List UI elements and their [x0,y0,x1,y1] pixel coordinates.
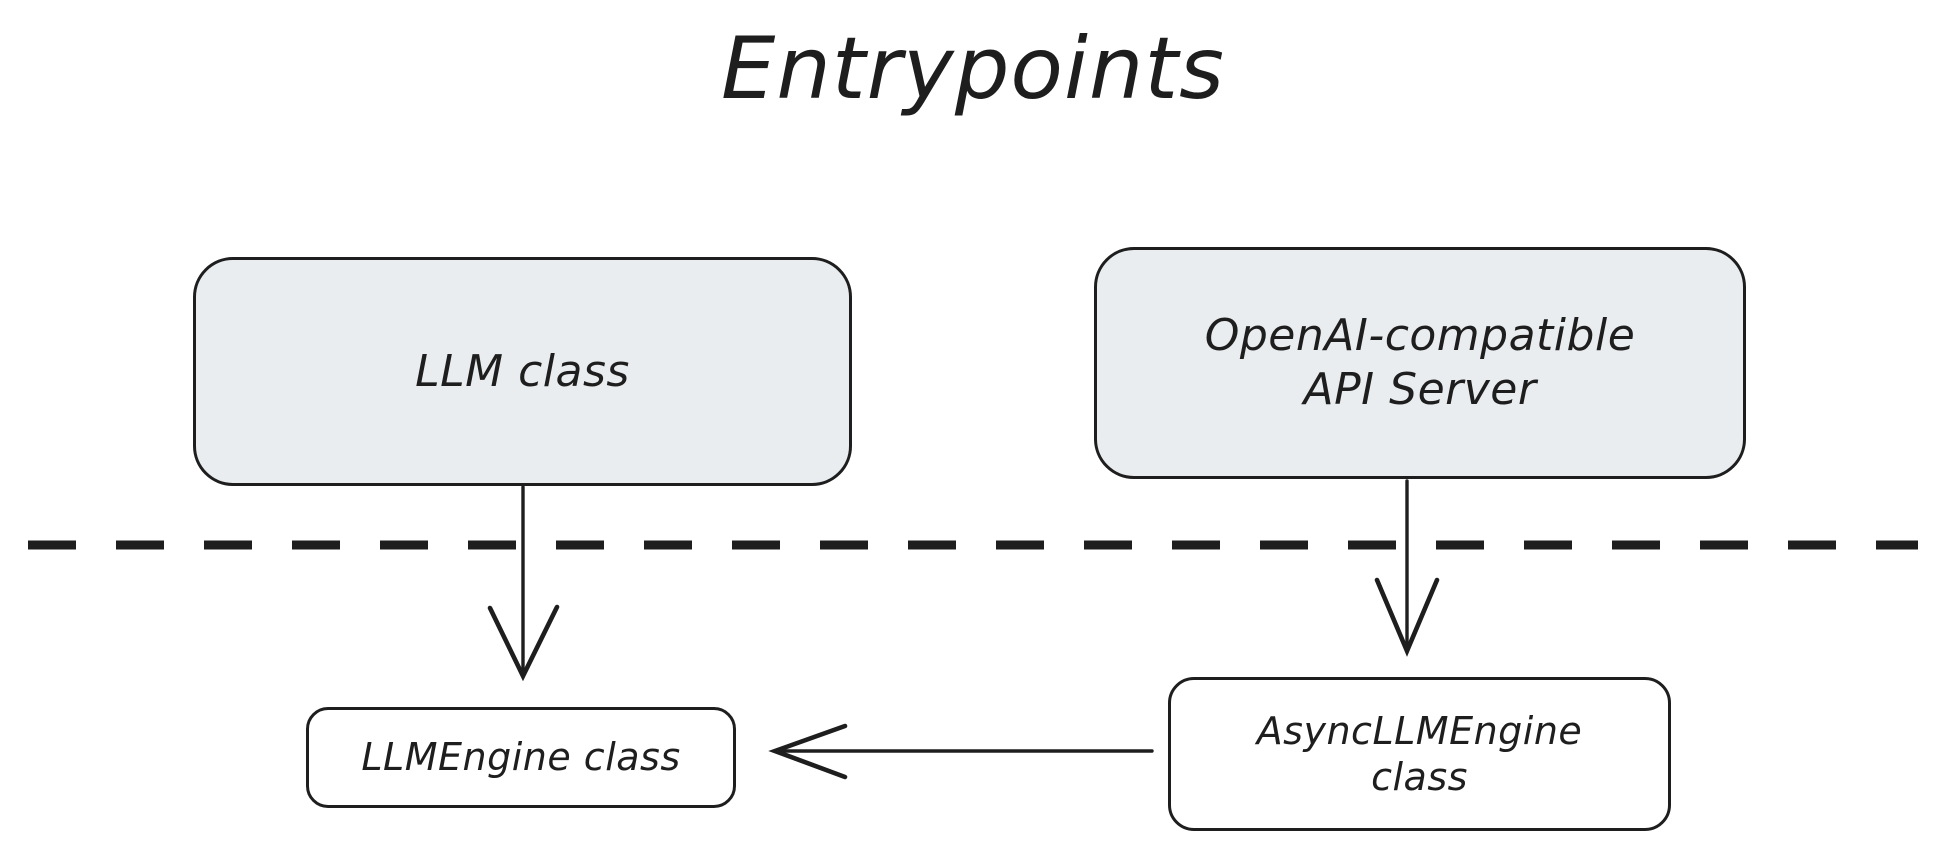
node-openai-server[interactable]: OpenAI-compatible API Server [1094,247,1746,479]
page-title: Entrypoints [721,19,1225,119]
node-openai-server-label: OpenAI-compatible API Server [1204,310,1636,415]
node-asyncllmengine-class-label: AsyncLLMEngine class [1256,708,1583,799]
node-llm-class[interactable]: LLM class [193,257,852,486]
edge-llm-to-llmengine [487,485,560,682]
edge-asyncllmengine-to-llmengine [768,723,1154,780]
edge-openai-to-asyncllmengine [1374,479,1440,657]
node-asyncllmengine-class[interactable]: AsyncLLMEngine class [1168,677,1671,831]
node-llmengine-class[interactable]: LLMEngine class [306,707,736,808]
node-llm-class-label: LLM class [415,345,630,397]
node-llmengine-class-label: LLMEngine class [361,735,681,780]
